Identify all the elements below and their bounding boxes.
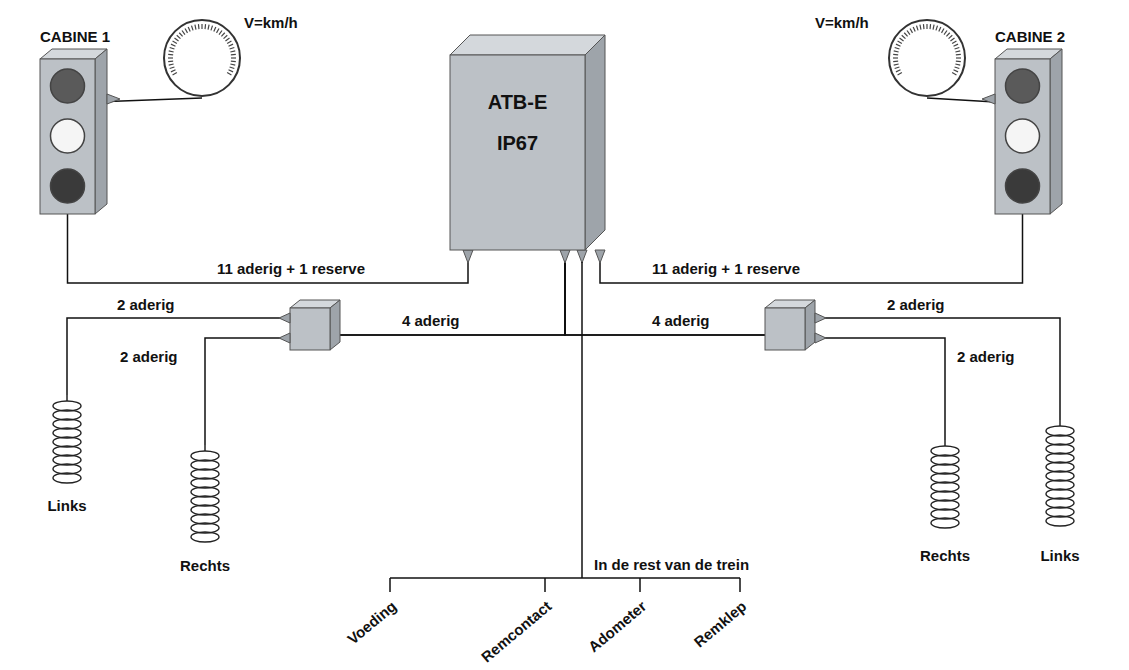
node-text: Rechts — [915, 547, 975, 564]
cable-label: 2 aderig — [955, 348, 1017, 365]
speed-gauge: V=km/h — [815, 10, 975, 105]
speed-gauge: V=km/h — [160, 10, 360, 105]
cable — [565, 250, 945, 440]
cable-label: 2 aderig — [115, 296, 177, 313]
cabin-signal-panel: CABINE 1 — [40, 28, 110, 214]
node-text: V=km/h — [815, 14, 869, 31]
cable-label: 2 aderig — [118, 348, 180, 365]
branch-label: Remklep — [689, 596, 751, 652]
pickup-coil: Rechts — [175, 445, 235, 574]
signal-box — [40, 59, 95, 214]
cable-label: 11 aderig + 1 reserve — [650, 260, 802, 277]
cable-label: 4 aderig — [650, 312, 712, 329]
gauge-dial — [887, 18, 967, 98]
coil-symbol — [915, 440, 975, 535]
node-text: CABINE 1 — [40, 28, 110, 45]
cable-label: 11 aderig + 1 reserve — [215, 260, 367, 277]
cable-label: In de rest van de trein — [592, 556, 751, 573]
node-text: V=km/h — [244, 14, 298, 31]
pickup-coil: Links — [1030, 420, 1090, 564]
node-text: ATB-E — [450, 91, 585, 114]
cable-label: 4 aderig — [400, 312, 462, 329]
cable — [565, 250, 1060, 420]
pickup-coil: Links — [37, 395, 97, 514]
branch-label: Adometer — [583, 596, 651, 657]
cabin-signal-panel: CABINE 2 — [995, 28, 1065, 214]
gauge-dial — [162, 18, 242, 98]
node-text: Links — [1030, 547, 1090, 564]
coil-symbol — [37, 395, 97, 485]
junction-box — [765, 300, 826, 350]
atb-unit: ATB-E IP67 — [450, 55, 585, 250]
junction-box — [279, 300, 340, 350]
cable — [205, 250, 565, 445]
pickup-coil: Rechts — [915, 440, 975, 564]
node-text: CABINE 2 — [995, 28, 1065, 45]
train-bus — [390, 262, 740, 592]
cable — [67, 250, 565, 395]
branch-label: Voeding — [342, 596, 400, 649]
cable — [600, 214, 1023, 283]
coil-symbol — [175, 445, 235, 545]
cable — [68, 214, 469, 283]
signal-box — [995, 59, 1050, 214]
node-text: IP67 — [450, 132, 585, 155]
node-text: Rechts — [175, 557, 235, 574]
connector-cones — [463, 250, 605, 263]
node-text: Links — [37, 497, 97, 514]
coil-symbol — [1030, 420, 1090, 535]
branch-label: Remcontact — [476, 596, 556, 667]
cable-label: 2 aderig — [885, 296, 947, 313]
